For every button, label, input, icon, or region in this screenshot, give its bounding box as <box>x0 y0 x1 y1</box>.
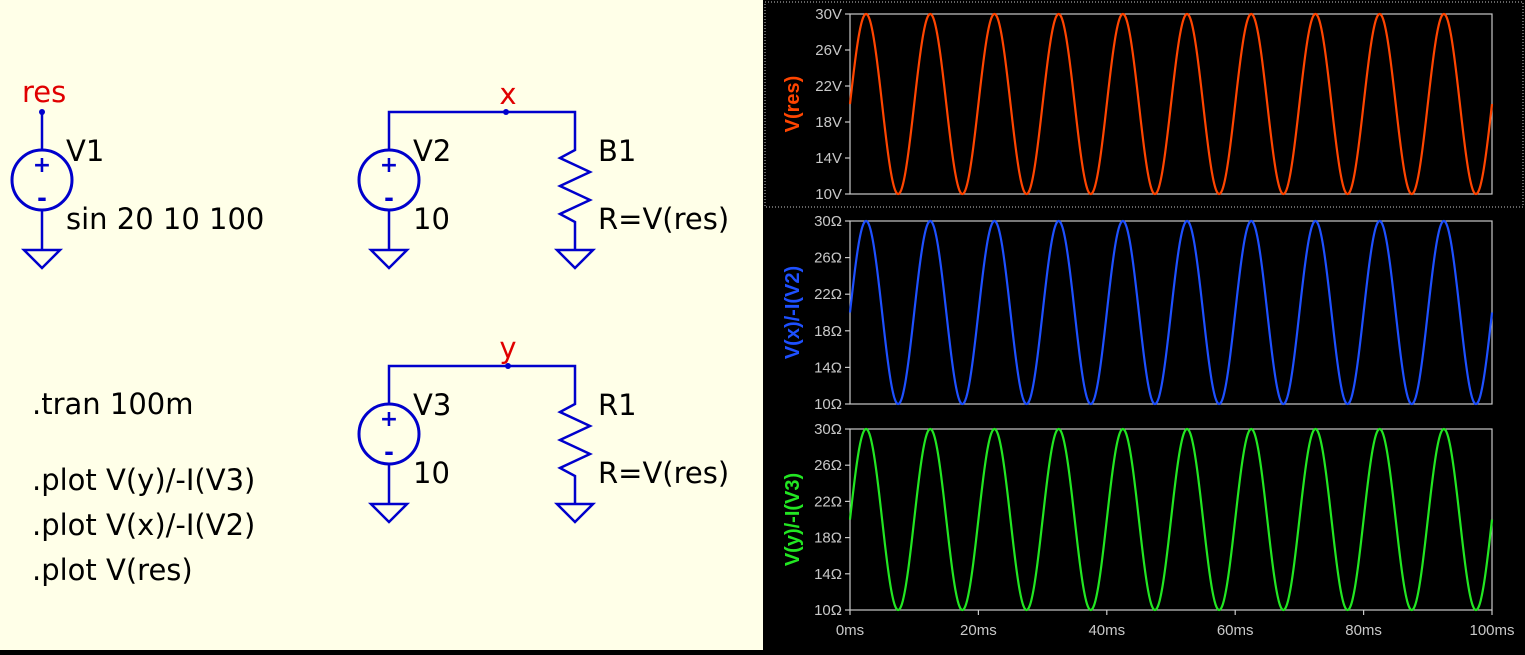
net-y-junction <box>505 363 511 369</box>
y-tick-label: 14V <box>815 150 842 167</box>
v1-minus-sign: - <box>37 184 47 212</box>
waveform-canvas[interactable]: 10V 14V 18V 22V 26V 30V V(res) 10Ω 14Ω 18Ω 22Ω 26Ω 3… <box>763 0 1525 650</box>
v1-plus-sign: + <box>33 153 51 178</box>
y-tick-label: 18Ω <box>814 530 842 547</box>
directive-plot-vres[interactable]: .plot V(res) <box>32 553 193 587</box>
trace-line[interactable] <box>848 427 1494 612</box>
ground-icon <box>553 502 597 524</box>
voltage-source-v1[interactable]: res + - V1 sin 20 10 100 <box>10 75 264 270</box>
ground-icon <box>20 248 64 270</box>
v1-name[interactable]: V1 <box>66 134 104 168</box>
y-tick-label: 18Ω <box>814 323 842 340</box>
ground-icon <box>367 248 411 270</box>
y-tick-label: 10Ω <box>814 602 842 619</box>
v2-minus-sign: - <box>384 184 394 212</box>
r1-value[interactable]: R=V(res) <box>598 456 729 490</box>
b1-name[interactable]: B1 <box>598 134 636 168</box>
circuit-v3-r1[interactable]: y + - V3 10 R1 R=V(res) <box>357 331 729 524</box>
trace-label[interactable]: V(x)/-I(V2) <box>782 266 804 359</box>
v3-name[interactable]: V3 <box>413 388 451 422</box>
x-tick-label: 60ms <box>1217 622 1254 639</box>
v2-name[interactable]: V2 <box>413 134 451 168</box>
schematic-editor[interactable]: res + - V1 sin 20 10 100 x + - <box>0 0 763 650</box>
v3-value[interactable]: 10 <box>413 456 450 490</box>
directive-plot-vy[interactable]: .plot V(y)/-I(V3) <box>32 463 255 497</box>
net-label-res[interactable]: res <box>22 75 66 109</box>
x-tick-label: 20ms <box>960 622 997 639</box>
y-tick-label: 22Ω <box>814 286 842 303</box>
v2-plus-sign: + <box>380 153 398 178</box>
v1-value[interactable]: sin 20 10 100 <box>66 202 264 236</box>
ground-icon <box>553 248 597 270</box>
y-tick-label: 10Ω <box>814 396 842 413</box>
circuit-v2-b1[interactable]: x + - V2 10 B1 R=V(res) <box>357 77 729 270</box>
x-tick-label: 80ms <box>1345 622 1382 639</box>
y-tick-label: 10V <box>815 186 842 203</box>
net-label-x[interactable]: x <box>499 77 516 111</box>
schematic-canvas[interactable]: res + - V1 sin 20 10 100 x + - <box>0 0 763 650</box>
waveform-viewer[interactable]: 10V 14V 18V 22V 26V 30V V(res) 10Ω 14Ω 18Ω 22Ω 26Ω 3… <box>763 0 1525 650</box>
v2-value[interactable]: 10 <box>413 202 450 236</box>
net-x-junction <box>503 109 509 115</box>
y-tick-label: 22V <box>815 78 842 95</box>
trace-line[interactable] <box>848 219 1494 406</box>
y-tick-label: 14Ω <box>814 359 842 376</box>
trace-label[interactable]: V(res) <box>782 76 804 133</box>
active-pane-outline <box>764 1 1524 208</box>
directive-tran[interactable]: .tran 100m <box>32 387 193 421</box>
r1-resistor-icon[interactable] <box>557 394 593 504</box>
net-label-y[interactable]: y <box>499 331 516 365</box>
b1-value[interactable]: R=V(res) <box>598 202 729 236</box>
x-tick-label: 40ms <box>1088 622 1125 639</box>
plot-pane-2[interactable]: 10Ω 14Ω 18Ω 22Ω 26Ω 30Ω V(x)/-I(V2) <box>782 213 1494 413</box>
y-tick-label: 22Ω <box>814 493 842 510</box>
wire-net-y[interactable] <box>387 364 577 404</box>
y-tick-label: 30V <box>815 6 842 23</box>
spice-directives[interactable]: .tran 100m .plot V(y)/-I(V3) .plot V(x)/… <box>32 387 255 587</box>
y-tick-label: 18V <box>815 114 842 131</box>
trace-label[interactable]: V(y)/-I(V3) <box>782 473 804 566</box>
x-tick-label: 0ms <box>836 622 864 639</box>
v3-plus-sign: + <box>380 407 398 432</box>
y-tick-label: 26Ω <box>814 457 842 474</box>
y-tick-label: 26V <box>815 42 842 59</box>
wire-net-x[interactable] <box>387 110 577 150</box>
trace-line[interactable] <box>848 12 1494 196</box>
y-tick-label: 30Ω <box>814 213 842 230</box>
y-tick-label: 14Ω <box>814 566 842 583</box>
v1-net-junction <box>39 109 45 115</box>
b1-resistor-icon[interactable] <box>557 140 593 250</box>
r1-name[interactable]: R1 <box>598 388 637 422</box>
y-tick-label: 26Ω <box>814 250 842 267</box>
ground-icon <box>367 502 411 524</box>
directive-plot-vx[interactable]: .plot V(x)/-I(V2) <box>32 508 255 542</box>
plot-pane-1[interactable]: 10V 14V 18V 22V 26V 30V V(res) <box>782 6 1494 203</box>
x-tick-label: 100ms <box>1469 622 1514 639</box>
v3-minus-sign: - <box>384 438 394 466</box>
plot-pane-3[interactable]: 10Ω 14Ω 18Ω 22Ω 26Ω 30Ω V(y)/-I(V3) 0ms 20ms 40ms… <box>782 421 1515 639</box>
y-tick-label: 30Ω <box>814 421 842 438</box>
